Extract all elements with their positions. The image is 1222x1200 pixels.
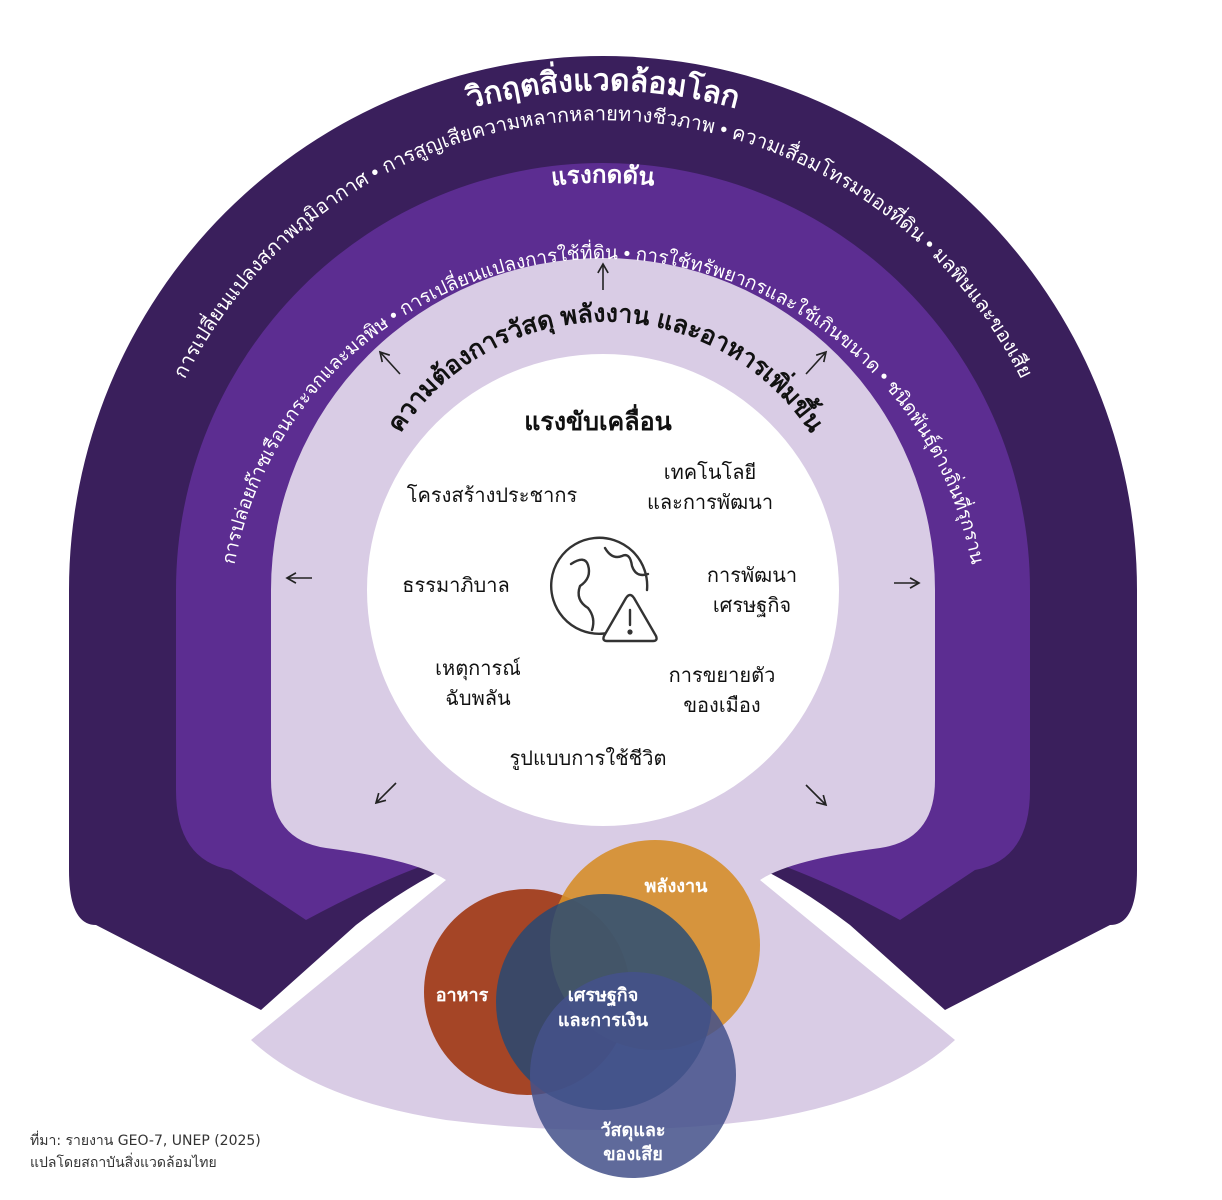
venn-food-label: อาหาร [436, 985, 489, 1005]
driver-demographics: โครงสร้างประชากร [407, 484, 578, 507]
venn-economy-label-line2: และการเงิน [558, 1010, 649, 1030]
driver-lifestyle: รูปแบบการใช้ชีวิต [510, 747, 667, 771]
drivers-core [367, 354, 839, 826]
venn-materials-label-line1: วัสดุและ [600, 1120, 665, 1142]
driver-events-line1: เหตุการณ์ [435, 657, 521, 681]
source-note: ที่มา: รายงาน GEO-7, UNEP (2025) แปลโดยส… [30, 1130, 261, 1174]
arrow-up-right [805, 350, 828, 375]
driver-technology-line2: และการพัฒนา [647, 492, 773, 514]
arrow-down-left [374, 782, 397, 805]
drivers-title: แรงขับเคลื่อน [524, 404, 671, 436]
venn-materials-label-line2: ของเสีย [603, 1144, 663, 1164]
driver-economic-line1: การพัฒนา [707, 565, 797, 587]
driver-technology-line1: เทคโนโลยี [664, 461, 757, 484]
venn-economy-label-line1: เศรษฐกิจ [568, 985, 639, 1007]
pressure-arrows [285, 262, 921, 807]
driver-events-line2: ฉับพลัน [445, 688, 511, 710]
driver-urban-line2: ของเมือง [683, 695, 760, 717]
venn-energy-label: พลังงาน [645, 876, 709, 896]
venn-diagram: อาหาร พลังงาน เศรษฐกิจ และการเงิน วัสดุแ… [424, 840, 760, 1178]
driver-urban-line1: การขยายตัว [669, 665, 776, 687]
source-line: ที่มา: รายงาน GEO-7, UNEP (2025) [30, 1133, 261, 1149]
translation-credit: แปลโดยสถาบันสิ่งแวดล้อมไทย [30, 1155, 217, 1171]
venn-materials-circle [530, 972, 736, 1178]
arrow-up-left [378, 350, 401, 375]
driver-governance: ธรรมาภิบาล [402, 575, 509, 597]
arrow-down-right [805, 784, 828, 807]
globe-warning-icon [550, 536, 658, 643]
driver-economic-line2: เศรษฐกิจ [713, 595, 791, 617]
